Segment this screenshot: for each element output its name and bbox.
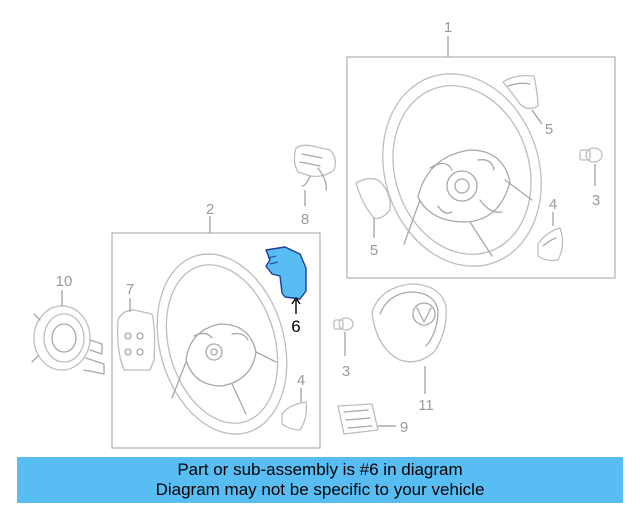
label-part-4-lower: 4	[297, 372, 305, 389]
info-banner: Part or sub-assembly is #6 in diagram Di…	[17, 457, 623, 503]
label-part-8: 8	[301, 211, 309, 228]
bolt-3-upper	[579, 147, 603, 186]
label-part-11: 11	[418, 397, 434, 414]
assembly-1-frame	[346, 56, 616, 279]
trim-cover-5-top	[502, 74, 539, 110]
label-part-2: 2	[206, 201, 214, 218]
switch-block-9	[337, 403, 396, 435]
label-part-5-upper: 5	[545, 121, 553, 138]
label-part-4-upper: 4	[549, 196, 557, 213]
label-part-3-lower: 3	[342, 363, 350, 380]
banner-line-1: Part or sub-assembly is #6 in diagram	[177, 460, 463, 479]
label-part-1: 1	[444, 19, 452, 36]
label-part-6: 6	[291, 317, 300, 336]
label-part-7: 7	[126, 281, 134, 298]
banner-line-2: Diagram may not be specific to your vehi…	[155, 480, 485, 499]
bolt-3-lower	[333, 317, 354, 356]
label-part-10: 10	[56, 273, 73, 290]
switch-8	[293, 144, 336, 206]
part-6-highlighted	[265, 246, 307, 314]
label-part-3-upper: 3	[592, 192, 600, 209]
trim-cover-5-left	[355, 177, 391, 219]
airbag-11	[371, 283, 447, 394]
steering-wheel-2	[156, 253, 288, 435]
label-part-5-lower: 5	[370, 242, 378, 259]
module-7	[116, 298, 156, 371]
part-6-shape	[265, 246, 307, 300]
switch-trim-4-lower	[281, 388, 308, 431]
clock-spring-10	[31, 290, 105, 375]
switch-trim-4-upper	[537, 227, 564, 262]
label-part-9: 9	[400, 419, 408, 436]
assembly-1	[346, 36, 616, 279]
